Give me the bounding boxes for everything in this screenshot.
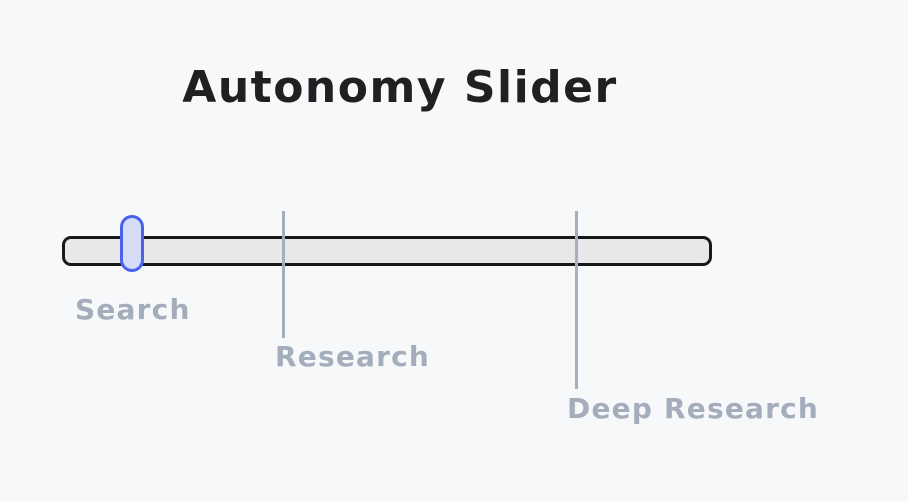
tick-mark-deep-research — [575, 211, 578, 389]
slider-label-search: Search — [75, 293, 191, 326]
slider-thumb[interactable] — [120, 215, 144, 272]
slider-track[interactable] — [62, 236, 712, 266]
slider-label-research: Research — [275, 340, 431, 373]
autonomy-slider[interactable] — [62, 215, 712, 272]
page-title: Autonomy Slider — [182, 62, 618, 113]
tick-mark-research — [282, 211, 285, 338]
slider-label-deep-research: Deep Research — [567, 392, 820, 425]
